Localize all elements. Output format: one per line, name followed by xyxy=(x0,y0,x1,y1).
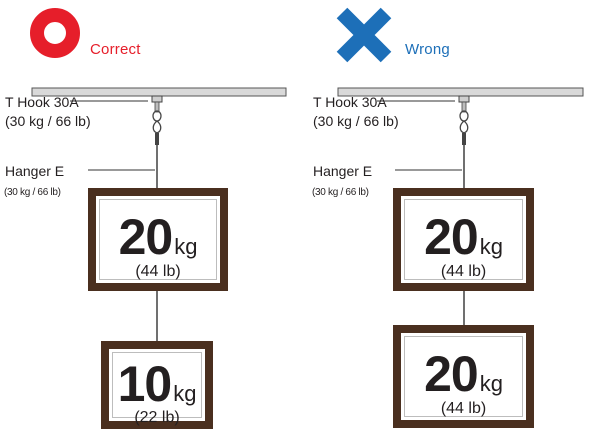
picture-frame-lower: 20kg (44 lb) xyxy=(393,325,534,428)
weight-unit: kg xyxy=(174,234,198,259)
weight-value: 20kg xyxy=(405,208,522,266)
weight-number: 20 xyxy=(424,209,479,265)
weight-value: 10kg xyxy=(113,355,201,413)
cross-mark-icon xyxy=(336,7,392,63)
weight-imperial: (22 lb) xyxy=(134,409,180,426)
frame-canvas: 20kg (44 lb) xyxy=(99,199,217,280)
correct-hanging-diagram xyxy=(30,8,287,343)
weight-number: 10 xyxy=(117,356,173,412)
hanger-capacity: (30 kg / 66 lb) xyxy=(312,187,369,198)
hook-label: T Hook 30A xyxy=(5,94,79,110)
t-hook-icon xyxy=(458,95,470,145)
wrong-hanging-diagram xyxy=(336,7,584,327)
frame-canvas: 20kg (44 lb) xyxy=(404,199,523,280)
frame-canvas: 20kg (44 lb) xyxy=(404,336,523,417)
hook-label: T Hook 30A xyxy=(313,94,387,110)
weight-imperial: (44 lb) xyxy=(135,263,181,280)
hanger-label: Hanger E xyxy=(5,163,65,179)
correct-example-panel: Correct T Hook 30A (30 kg / 66 lb) Hange… xyxy=(4,8,287,429)
weight-number: 20 xyxy=(118,209,174,265)
picture-frame-lower: 10kg (22 lb) xyxy=(101,341,213,429)
weight-unit: kg xyxy=(479,371,503,396)
weight-imperial: (44 lb) xyxy=(440,400,487,417)
weight-value: 20kg xyxy=(405,345,522,403)
hook-capacity: (30 kg / 66 lb) xyxy=(5,113,91,129)
weight-number: 20 xyxy=(424,346,479,402)
weight-imperial: (44 lb) xyxy=(440,263,487,280)
t-hook-icon xyxy=(151,95,163,145)
weight-unit: kg xyxy=(173,381,197,406)
circle-mark-icon xyxy=(30,8,80,58)
hanger-label: Hanger E xyxy=(313,163,373,179)
wrong-example-panel: Wrong T Hook 30A (30 kg / 66 lb) Hanger … xyxy=(295,0,590,430)
weight-unit: kg xyxy=(479,234,503,259)
verdict-label: Correct xyxy=(90,41,141,58)
hanger-capacity: (30 kg / 66 lb) xyxy=(4,187,61,198)
picture-frame-upper: 20kg (44 lb) xyxy=(393,188,534,291)
weight-value: 20kg xyxy=(100,208,216,266)
verdict-label: Wrong xyxy=(405,41,450,58)
picture-frame-upper: 20kg (44 lb) xyxy=(88,188,228,291)
hook-capacity: (30 kg / 66 lb) xyxy=(313,113,399,129)
frame-canvas: 10kg (22 lb) xyxy=(112,352,202,426)
